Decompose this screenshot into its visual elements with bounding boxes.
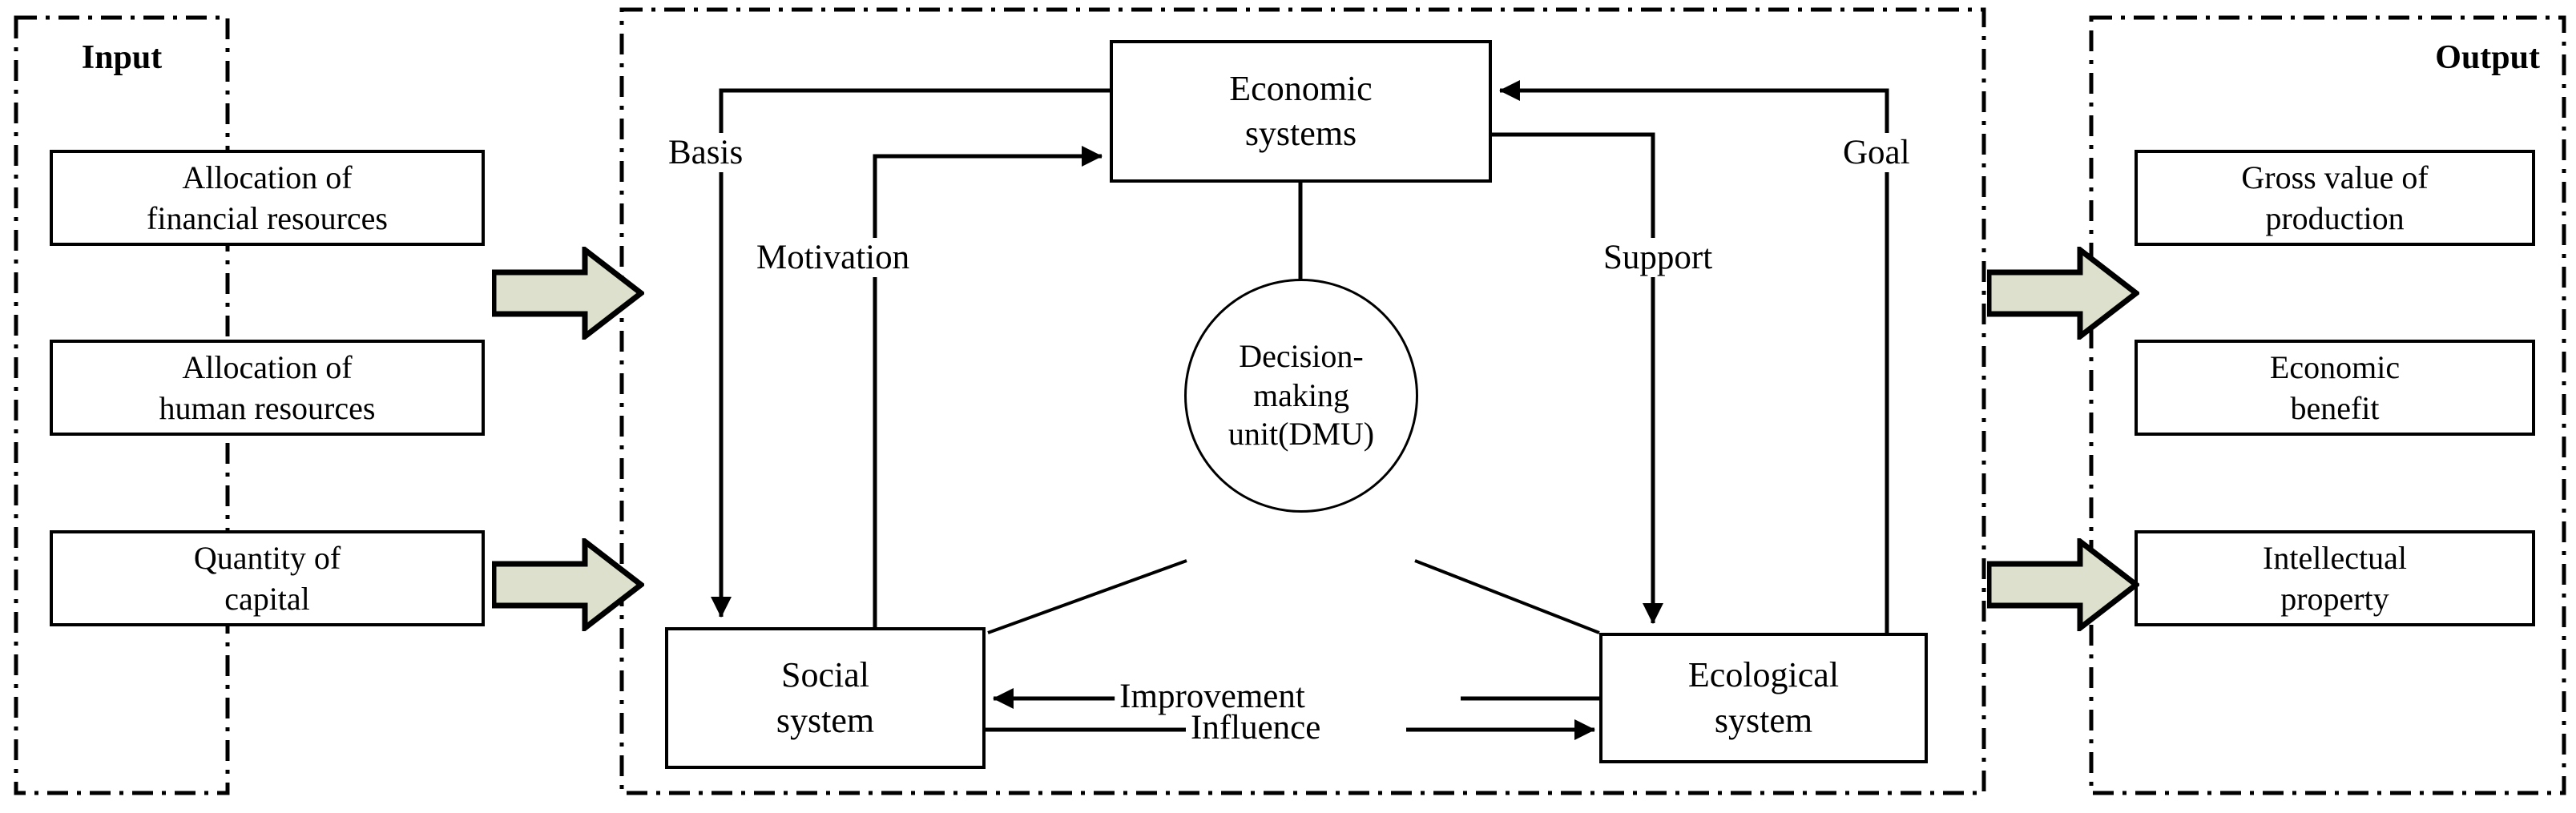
output-box-economic-benefit: Economic benefit <box>2135 340 2535 436</box>
node-line: Social <box>781 655 869 695</box>
node-decision-making-unit: Decision- making unit(DMU) <box>1184 279 1418 513</box>
node-line: Decision- <box>1239 337 1364 374</box>
node-economic-systems: Economic systems <box>1110 40 1492 183</box>
input-box-human-resources: Allocation of human resources <box>50 340 485 436</box>
edge-support <box>1490 132 1663 625</box>
input-box-financial-resources: Allocation of financial resources <box>50 150 485 246</box>
output-box-line: property <box>2280 581 2389 617</box>
output-box-line: Economic <box>2269 348 2401 385</box>
edge-motivation <box>873 146 1103 627</box>
output-box-line: benefit <box>2290 390 2380 426</box>
edge-label-influence: Influence <box>1186 708 1326 747</box>
input-box-line: capital <box>224 581 310 617</box>
node-line: making <box>1253 376 1349 413</box>
output-box-line: Intellectual <box>2263 539 2407 576</box>
input-box-line: Allocation of <box>182 348 353 385</box>
node-line: Ecological <box>1687 655 1840 695</box>
output-box-line: Gross value of <box>2241 159 2429 195</box>
edge-dmu-to-social <box>987 559 1187 634</box>
edge-dmu-to-ecological <box>1414 559 1600 634</box>
edge-label-motivation: Motivation <box>752 238 915 277</box>
edge-basis <box>711 88 1110 618</box>
node-line: system <box>1714 700 1813 740</box>
input-panel-title: Input <box>81 39 163 76</box>
input-box-line: Allocation of <box>182 159 353 195</box>
node-ecological-system: Ecological system <box>1599 633 1928 763</box>
edge-label-basis: Basis <box>665 133 747 172</box>
input-box-line: financial resources <box>147 200 388 236</box>
block-arrow-process-to-output-upper <box>1987 247 2139 340</box>
edge-label-goal: Goal <box>1838 133 1915 172</box>
output-box-intellectual-property: Intellectual property <box>2135 530 2535 626</box>
block-arrow-input-to-process-lower <box>492 538 644 631</box>
input-box-line: human resources <box>159 390 376 426</box>
output-box-gross-value: Gross value of production <box>2135 150 2535 246</box>
edge-label-support: Support <box>1598 238 1718 277</box>
block-arrow-process-to-output-lower <box>1987 538 2139 631</box>
edge-goal <box>1498 80 1889 633</box>
node-line: Economic <box>1229 68 1373 108</box>
node-line: system <box>776 700 875 740</box>
node-line: unit(DMU) <box>1228 416 1375 453</box>
node-social-system: Social system <box>665 627 986 769</box>
output-box-line: production <box>2265 200 2405 236</box>
node-line: systems <box>1244 114 1357 153</box>
input-box-quantity-capital: Quantity of capital <box>50 530 485 626</box>
output-panel-title: Output <box>2435 39 2540 76</box>
block-arrow-input-to-process-upper <box>492 247 644 340</box>
input-box-line: Quantity of <box>193 539 341 576</box>
